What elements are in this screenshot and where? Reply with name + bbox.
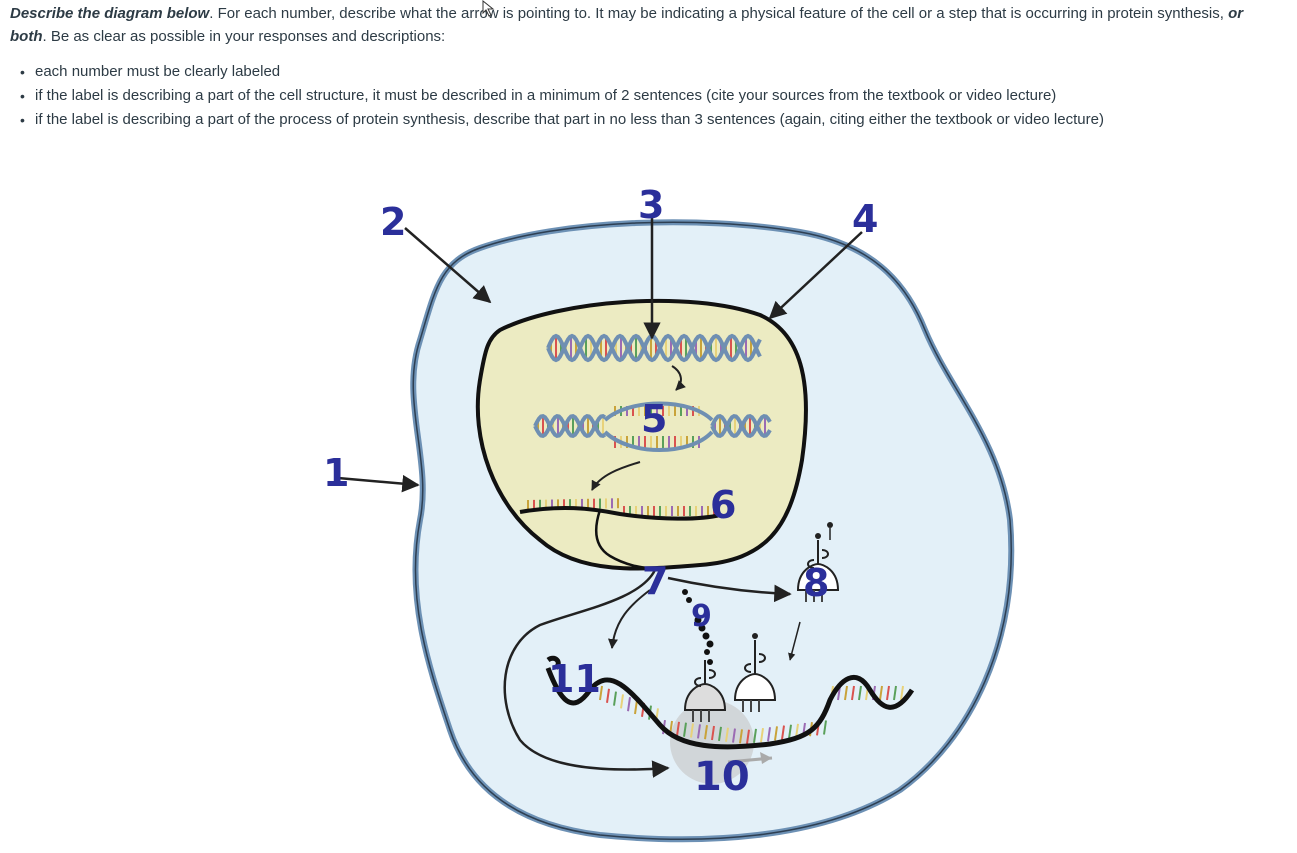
trna-arrow [667,576,792,603]
instructions-body: . For each number, describe what the arr… [209,5,1229,22]
trna-molecule [796,522,840,602]
label-7: 7 [642,559,668,603]
label-4: 4 [852,197,878,241]
instructions-tail: . Be as clear as possible in your respon… [42,28,446,45]
trna-delivery-arrow [788,621,801,661]
mrna-export-path [503,569,670,778]
requirement-item: each number must be clearly labeled [10,60,1280,84]
instructions-or: or [1228,5,1244,22]
transcription-bubble [533,401,772,452]
label-2: 2 [380,200,406,244]
instructions-both: both [10,28,43,45]
nucleus [475,298,808,571]
label-4-arrow [768,231,863,320]
requirement-item: if the label is describing a part of the… [10,108,1280,132]
instructions-title: Describe the diagram below [10,5,210,22]
label-1: 1 [323,451,349,495]
label-1-arrow [337,474,420,493]
mrna-strand-cytoplasm [545,655,915,750]
label-8: 8 [803,561,829,605]
instructions-paragraph: Describe the diagram below. For each num… [10,2,1290,48]
processing-arrow [591,461,641,491]
label-10: 10 [694,754,750,800]
label-6: 6 [710,483,736,527]
mouse-cursor-icon [482,0,495,17]
requirements-list: each number must be clearly labeled if t… [10,60,1280,132]
dna-double-helix [546,333,762,363]
label-9: 9 [691,599,712,634]
trna-molecule [683,660,727,722]
mrna-strand-nucleus [519,498,721,572]
label-2-arrow [404,227,492,304]
amino-acid-chain [682,589,714,665]
mrna-branch-arrow [607,589,651,649]
transcription-arrow [671,365,686,391]
trna-molecule [733,633,777,712]
label-5: 5 [641,397,667,441]
label-3: 3 [638,183,664,227]
label-11: 11 [548,657,601,701]
requirement-item: if the label is describing a part of the… [10,84,1280,108]
